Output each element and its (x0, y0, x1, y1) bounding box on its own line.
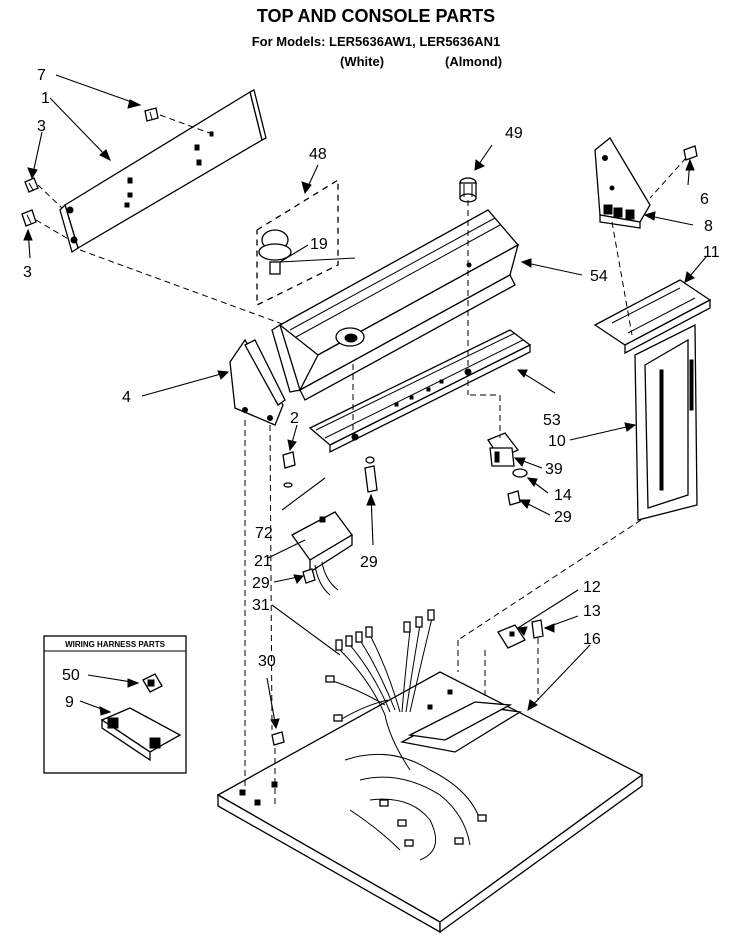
callout-9: 9 (65, 694, 74, 711)
callout-50: 50 (62, 667, 80, 684)
callout-48: 48 (309, 146, 327, 163)
console (271, 209, 520, 401)
screw-2 (282, 451, 296, 488)
models-subtitle: For Models: LER5636AW1, LER5636AN1 (251, 34, 501, 49)
callout-10: 10 (548, 433, 566, 450)
end-cap-right (594, 137, 651, 229)
screw-29-center (364, 456, 378, 493)
callout-6: 6 (700, 191, 709, 208)
callout-12: 12 (583, 579, 601, 596)
page-title: TOP AND CONSOLE PARTS (256, 6, 496, 26)
callout-39: 39 (545, 461, 563, 478)
callout-19: 19 (310, 236, 328, 253)
screw-6 (683, 145, 698, 161)
callout-49: 49 (505, 125, 523, 142)
switch-39 (487, 432, 520, 467)
callout-13: 13 (583, 603, 601, 620)
variant-white: (White) (340, 54, 385, 69)
lint-housing (634, 323, 698, 521)
callout-4: 4 (122, 389, 131, 406)
timer-21 (291, 511, 353, 596)
callout-31: 31 (252, 597, 270, 614)
callout-3-bottom: 3 (23, 264, 32, 281)
callout-53: 53 (543, 412, 561, 429)
knob-49 (459, 177, 477, 203)
callout-2: 2 (290, 410, 299, 427)
screw-29-right (507, 490, 521, 506)
screw-7 (144, 107, 159, 122)
screw-3-lower (21, 209, 37, 227)
terminal-block-9 (100, 707, 182, 762)
callout-labels: 7 1 3 3 48 19 49 6 8 54 11 4 53 10 2 39 … (23, 67, 720, 711)
clip-14 (512, 468, 528, 478)
callout-3-top: 3 (37, 118, 46, 135)
screw-29-timer (302, 568, 316, 584)
connector-50 (142, 673, 163, 693)
console-back-panel (59, 89, 267, 254)
screw-3-upper (24, 177, 39, 193)
inset-title: WIRING HARNESS PARTS (65, 640, 166, 649)
lint-filter (593, 279, 712, 355)
timer-group (256, 178, 356, 307)
callout-1: 1 (41, 90, 50, 107)
alignment-lines (35, 114, 687, 805)
end-cap-left (229, 338, 286, 426)
callout-21: 21 (254, 553, 272, 570)
callout-7: 7 (37, 67, 46, 84)
wire-harness (325, 609, 487, 861)
cabinet-top (216, 671, 644, 934)
callout-8: 8 (704, 218, 713, 235)
callout-30: 30 (258, 653, 276, 670)
clip-12 (497, 624, 526, 649)
leader-lines (23, 74, 707, 730)
callout-29-center: 29 (360, 554, 378, 571)
callout-11: 11 (703, 244, 720, 261)
callout-72: 72 (255, 525, 273, 542)
variant-almond: (Almond) (445, 54, 503, 69)
callout-29-right: 29 (554, 509, 572, 526)
callout-16: 16 (583, 631, 601, 648)
callout-29-left: 29 (252, 575, 270, 592)
callout-14: 14 (554, 487, 572, 504)
clip-30 (271, 731, 285, 746)
screw-13 (531, 619, 544, 639)
callout-54: 54 (590, 268, 608, 285)
